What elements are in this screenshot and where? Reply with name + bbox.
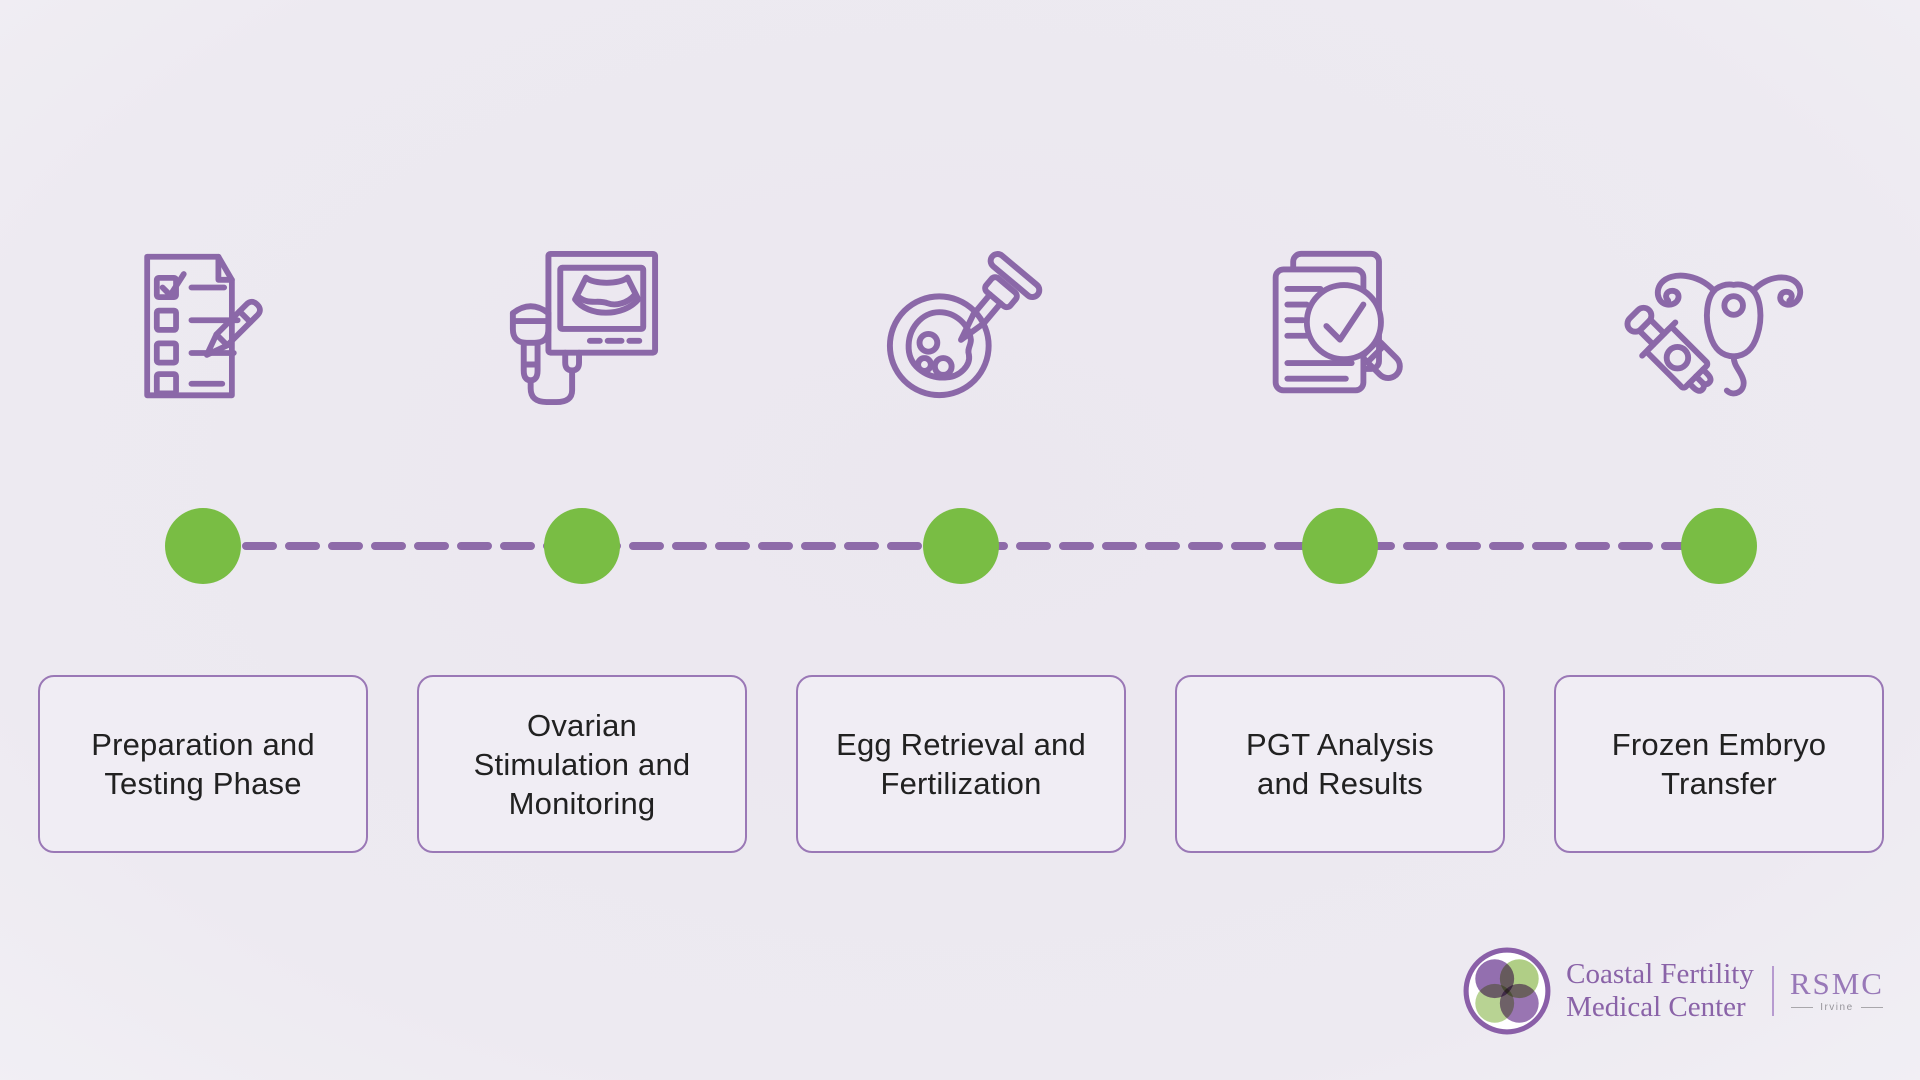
rule-left: [1791, 1007, 1814, 1008]
step-pgt: PGT Analysis and Results: [1170, 0, 1510, 1080]
step-label-box-4: PGT Analysis and Results: [1175, 675, 1505, 853]
step-label: PGT Analysis and Results: [1246, 727, 1434, 801]
step-retrieval: Egg Retrieval and Fertilization: [791, 0, 1131, 1080]
timeline-dot-3: [923, 508, 999, 584]
report-magnifier-check-icon: [1170, 240, 1510, 412]
affiliate-location-label: Irvine: [1820, 1002, 1854, 1013]
step-label-box-2: Ovarian Stimulation and Monitoring: [417, 675, 747, 853]
step-transfer: Frozen Embryo Transfer: [1549, 0, 1889, 1080]
checklist-pen-icon: [33, 240, 373, 412]
step-label-box-1: Preparation and Testing Phase: [38, 675, 368, 853]
egg-injection-icon: [791, 240, 1131, 412]
step-label-box-5: Frozen Embryo Transfer: [1554, 675, 1884, 853]
logo-divider: [1771, 966, 1774, 1016]
uterus-syringe-icon: [1549, 240, 1889, 412]
step-preparation: Preparation and Testing Phase: [33, 0, 373, 1080]
rule-right: [1860, 1007, 1883, 1008]
step-label-box-3: Egg Retrieval and Fertilization: [796, 675, 1126, 853]
affiliate-name: RSMC: [1789, 966, 1884, 1001]
clinic-name-line2: Medical Center: [1566, 991, 1746, 1023]
timeline-dot-4: [1302, 508, 1378, 584]
step-label: Ovarian Stimulation and Monitoring: [473, 707, 691, 821]
timeline-dot-1: [165, 508, 241, 584]
clinic-logo: Coastal Fertility Medical Center RSMC Ir…: [1462, 946, 1884, 1036]
timeline-dot-5: [1681, 508, 1757, 584]
step-label: Preparation and Testing Phase: [91, 727, 315, 801]
step-label: Frozen Embryo Transfer: [1611, 727, 1827, 801]
timeline-dot-2: [544, 508, 620, 584]
clinic-name: Coastal Fertility Medical Center: [1566, 958, 1754, 1024]
clinic-name-line1: Coastal Fertility: [1566, 958, 1754, 990]
affiliate-location: Irvine: [1791, 1002, 1883, 1013]
clover-flower-logo-icon: [1463, 947, 1551, 1035]
step-label: Egg Retrieval and Fertilization: [836, 727, 1086, 801]
ultrasound-monitor-icon: [412, 240, 752, 412]
affiliate-logo: RSMC Irvine: [1789, 966, 1884, 1013]
step-stimulation: Ovarian Stimulation and Monitoring: [412, 0, 752, 1080]
